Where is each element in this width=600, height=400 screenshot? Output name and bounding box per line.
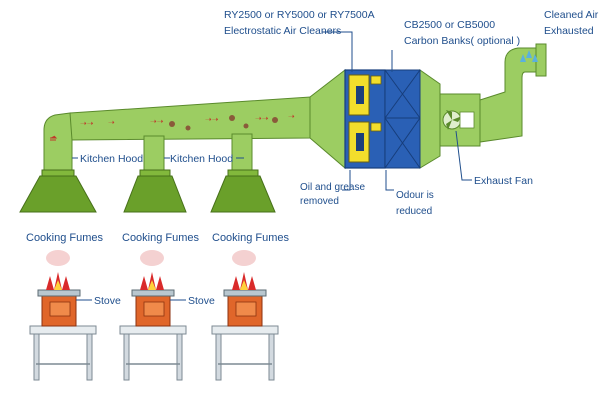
duct-elbow-left — [43, 112, 73, 173]
duct-branch-2 — [143, 135, 165, 173]
svg-text:➝➝: ➝➝ — [255, 114, 269, 123]
stove-3 — [223, 272, 267, 327]
label-air-cleaner-line2: Electrostatic Air Cleaners — [224, 25, 341, 37]
stove-2 — [131, 272, 175, 327]
label-cleaned-air-line1: Cleaned Air — [544, 9, 599, 21]
label-exhaust-fan: Exhaust Fan — [474, 175, 533, 187]
svg-text:➝: ➝ — [108, 118, 115, 127]
label-carbon-line2: Carbon Banks( optional ) — [404, 35, 520, 47]
label-oil-line2: removed — [300, 196, 339, 207]
label-cooking-fumes-3: Cooking Fumes — [212, 232, 290, 244]
fan-icon — [442, 110, 475, 130]
label-air-cleaner-line1: RY2500 or RY5000 or RY7500A — [224, 9, 375, 21]
leader-lines — [72, 31, 472, 301]
airflow-arrows: ➝➝ ➝ ➝➝ ➝➝ ➝➝ ➝ — [50, 112, 295, 141]
duct-branch-3 — [231, 133, 253, 173]
label-oil-line1: Oil and grease — [300, 182, 365, 193]
fume-wisps — [46, 250, 256, 266]
label-cleaned-air-line2: Exhausted — [544, 25, 594, 37]
label-odour-line1: Odour is — [396, 190, 434, 201]
label-kitchen-hood-1: Kitchen Hood — [80, 153, 143, 165]
label-kitchen-hood-2: Kitchen Hood — [170, 153, 233, 165]
label-cooking-fumes-1: Cooking Fumes — [26, 232, 104, 244]
table-3 — [211, 325, 279, 381]
outlet-section — [419, 69, 441, 169]
exhaust-stack — [479, 47, 541, 143]
svg-text:➝➝: ➝➝ — [205, 115, 219, 124]
svg-text:➝➝: ➝➝ — [80, 119, 94, 128]
label-stove-2: Stove — [188, 295, 215, 307]
kitchen-hood-3 — [210, 169, 276, 213]
exhaust-outlet — [535, 43, 547, 77]
svg-text:➝➝: ➝➝ — [150, 117, 164, 126]
cleaned-air-arrows — [520, 50, 538, 62]
carbon-bank — [384, 69, 421, 169]
svg-text:➝: ➝ — [288, 112, 295, 121]
label-cooking-fumes-2: Cooking Fumes — [122, 232, 200, 244]
duct-system: ➝➝ ➝ ➝➝ ➝➝ ➝➝ ➝ — [43, 43, 547, 173]
stove-1 — [37, 272, 81, 327]
inlet-transition — [309, 68, 346, 170]
label-stove-1: Stove — [94, 295, 121, 307]
kitchen-hood-1 — [19, 169, 97, 213]
kitchen-hood-2 — [123, 169, 187, 213]
electrostatic-air-cleaner — [344, 69, 386, 169]
label-carbon-line1: CB2500 or CB5000 — [404, 19, 495, 31]
table-2 — [119, 325, 187, 381]
label-odour-line2: reduced — [396, 206, 432, 217]
table-1 — [29, 325, 97, 381]
